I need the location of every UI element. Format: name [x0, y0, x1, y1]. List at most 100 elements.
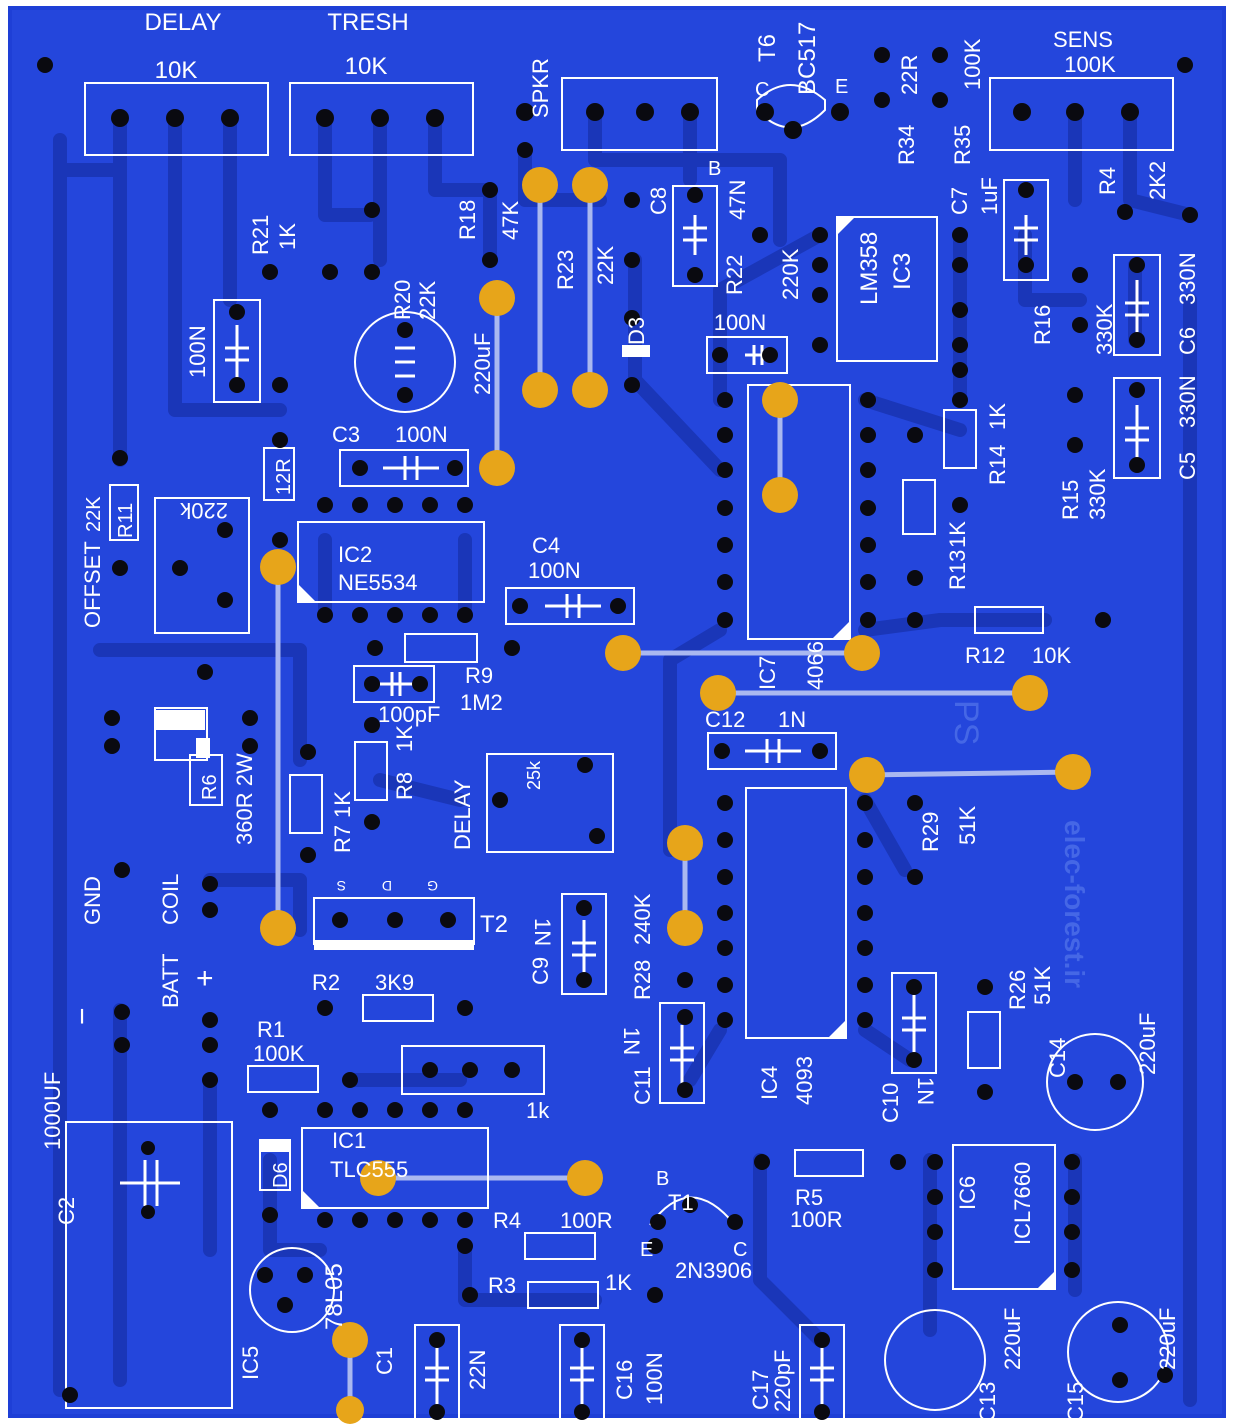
r18-value: 47K: [498, 201, 523, 240]
d6-label: D6: [270, 1162, 292, 1188]
c10-value: 1N: [913, 1077, 938, 1105]
c6-label: C6: [1175, 327, 1200, 355]
c6-value: 330N: [1175, 252, 1200, 305]
c8-b-label: B: [708, 158, 721, 180]
t1-part: 2N3906: [675, 1258, 752, 1283]
r35-value: 100K: [960, 38, 985, 90]
c15-label: C15: [1063, 1382, 1088, 1422]
pot220k-label: 220k: [179, 498, 228, 523]
ic1-part: TLC555: [330, 1157, 408, 1182]
c17-label: C17: [748, 1370, 773, 1410]
t2-d-pin: D: [382, 878, 392, 894]
r21-value: 1K: [275, 223, 300, 250]
r13-outline: [902, 479, 936, 535]
c2-value: 1000UF: [40, 1072, 65, 1150]
r16-value: 330K: [1092, 303, 1117, 355]
c5-outline: [1113, 377, 1161, 479]
c17-value: 220pF: [770, 1350, 795, 1412]
c16-value: 100N: [642, 1352, 667, 1405]
cap-symbols: [120, 215, 1149, 1405]
c11-outline: [659, 1002, 705, 1104]
r5-value: 100R: [790, 1207, 843, 1232]
c1-label: C1: [372, 1347, 397, 1375]
c100pf-label: 100pF: [378, 702, 440, 727]
r11-outline: [109, 484, 139, 541]
t1-label: T1: [668, 1190, 694, 1215]
c10-label: C10: [878, 1083, 903, 1123]
c14-outline: [1046, 1033, 1144, 1131]
batt-plus: +: [196, 962, 214, 995]
ic7-label: IC7: [755, 656, 780, 690]
c8-outline: [672, 185, 718, 287]
c7-outline: [1003, 179, 1049, 281]
r2-value: 3K9: [375, 970, 414, 995]
delay-trimmer-label: DELAY: [450, 779, 475, 850]
c15-value: 220uF: [1155, 1308, 1180, 1370]
r2-label: R2: [312, 970, 340, 995]
c5-label: C5: [1175, 452, 1200, 480]
r11-value: 22K: [83, 496, 105, 532]
r23-label: R23: [553, 250, 578, 290]
r9-label: R9: [465, 663, 493, 688]
ic1-label: IC1: [332, 1128, 366, 1153]
t1-b-pin: B: [656, 1168, 669, 1190]
r26-value: 51K: [1030, 966, 1055, 1005]
trim1k-label: 1k: [526, 1098, 550, 1123]
c100n-ic3-outline: [706, 336, 788, 374]
r23-value: 22K: [593, 246, 618, 285]
c100n-left-outline: [213, 299, 261, 403]
r9-value: 1M2: [460, 690, 503, 715]
r35-label: R35: [950, 125, 975, 165]
c3-value: 100N: [395, 422, 448, 447]
c13-label: C13: [975, 1382, 1000, 1422]
vias: [260, 167, 1091, 1424]
site-watermark: elec-forest.ir: [1226, 470, 1234, 732]
r1-value: 100K: [253, 1041, 305, 1066]
c220uf-a-outline: [354, 311, 456, 413]
r14-label: R14: [985, 445, 1010, 485]
r11-label: R11: [115, 503, 137, 538]
spkr-label: SPKR: [528, 58, 553, 118]
t6-part: BC517: [794, 22, 821, 95]
pot220k-outline: [154, 497, 250, 634]
r16-label: R16: [1030, 305, 1055, 345]
trim1k-outline: [401, 1045, 545, 1095]
sens-pot-title: SENS: [1053, 27, 1113, 52]
t2-s-pin: S: [337, 878, 346, 894]
c9-value: 1N: [530, 918, 555, 946]
silk-text: DELAY 10K TRESH 10K SPKR T6 BC517 C E R3…: [40, 9, 1200, 1422]
ic3-outline: [836, 216, 938, 362]
r28-label: R28: [630, 960, 655, 1000]
r18-label: R18: [455, 200, 480, 240]
ic1-outline: [301, 1127, 489, 1209]
c7-label: C7: [947, 187, 972, 215]
t6-label: T6: [754, 34, 781, 62]
r7-value: 1K: [330, 791, 355, 818]
ic5-part: 78L05: [321, 1263, 348, 1330]
tresh-pot-title: TRESH: [327, 9, 408, 36]
mirror-watermark: elec-forest.ir: [1059, 820, 1090, 988]
r7-label: R7: [330, 825, 355, 853]
c14-value: 220uF: [1135, 1013, 1160, 1075]
c11-label: C11: [630, 1066, 655, 1105]
c3-outline: [339, 449, 469, 487]
c13-value: 220uF: [1000, 1308, 1025, 1370]
c220uf-a-label: 220uF: [470, 333, 495, 395]
r29-value: 51K: [955, 806, 980, 845]
c5-value: 330N: [1175, 375, 1200, 428]
t6-e-pin: E: [835, 76, 848, 98]
r26-label: R26: [1005, 970, 1030, 1010]
tresh-pot-outline: [289, 82, 474, 156]
r20-value: 22K: [415, 281, 440, 320]
sens-pot-value: 100K: [1064, 52, 1116, 77]
r14-outline: [943, 409, 977, 469]
c14-label: C14: [1045, 1038, 1070, 1078]
c2-label: C2: [54, 1197, 79, 1225]
r12r-outline: [263, 447, 295, 501]
r5-label: R5: [795, 1185, 823, 1210]
r15-value: 330K: [1085, 468, 1110, 520]
c100n-left-label: 100N: [185, 325, 210, 378]
c15-outline: [1067, 1301, 1169, 1403]
r22-value: 220K: [778, 248, 803, 300]
r34-value: 22R: [897, 55, 922, 95]
